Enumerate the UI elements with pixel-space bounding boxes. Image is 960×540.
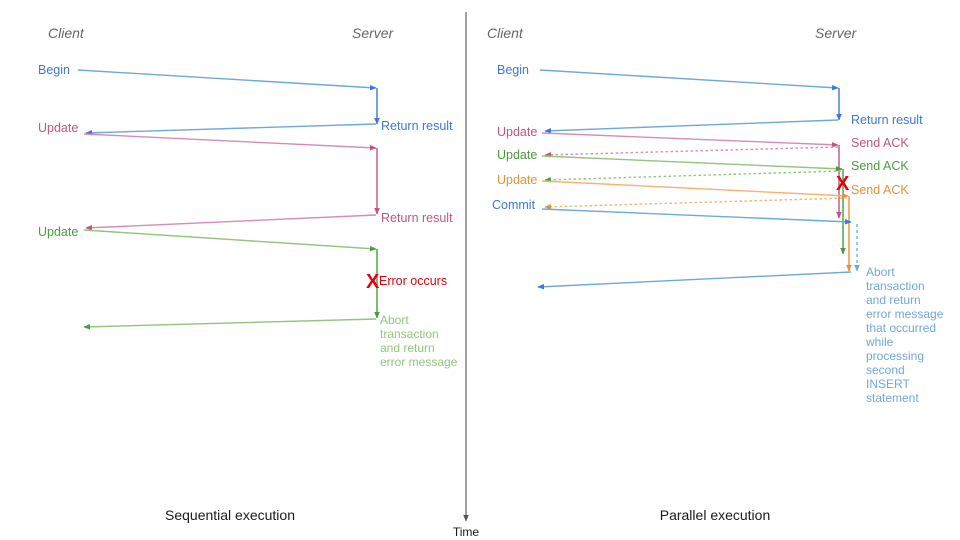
note-line: and return [866,293,921,307]
message-arrow-begin [539,69,839,91]
note-line: statement [866,391,919,405]
error-x-icon: X [366,271,380,293]
message-arrow-update-1 [83,133,377,151]
message-arrow-send-ack-3 [544,197,848,210]
note-line: INSERT [866,377,910,391]
lifeline-label-client: Client [487,25,524,41]
message-arrow-send-ack-2 [544,170,842,183]
message-arrow-begin [77,69,377,91]
message-label-send-ack-2: Send ACK [851,159,909,173]
error-label: Error occurs [379,274,447,288]
note-line: Abort [866,265,895,279]
lifeline-label-server: Server [352,25,395,41]
message-label-update-2: Update [38,225,78,239]
panel-caption-parallel: Parallel execution [660,507,771,523]
lifeline-label-server: Server [815,25,858,41]
note-line: transaction [380,327,439,341]
message-arrow-abort-return [83,318,377,330]
message-label-update-3: Update [497,173,537,187]
note-line: transaction [866,279,925,293]
lifeline-label-client: Client [48,25,85,41]
message-arrow-commit [541,208,852,225]
message-arrow-abort-return [537,271,852,290]
message-label-update-1: Update [38,121,78,135]
message-label-begin: Begin [38,63,70,77]
note-line: and return [380,341,435,355]
message-arrow-send-ack-1 [544,146,839,158]
message-label-update-1: Update [497,125,537,139]
time-axis-layer: Time [453,12,480,539]
message-label-commit: Commit [492,198,536,212]
message-arrow-return-result-1 [85,123,377,136]
note-line: Abort [380,313,409,327]
message-label-return-result-2: Return result [381,211,453,225]
note-line: error message [380,355,458,369]
note-line: that occurred [866,321,936,335]
message-arrow-update-1 [541,132,839,148]
message-label-update-2: Update [497,148,537,162]
message-arrow-return-result-2 [85,214,377,231]
message-label-begin: Begin [497,63,529,77]
message-label-return-result-1: Return result [381,119,453,133]
note-line: while [865,335,894,349]
note-line: error message [866,307,944,321]
message-arrow-update-2 [541,155,843,172]
message-label-return-result: Return result [851,113,923,127]
message-arrow-update-3 [541,180,849,199]
note-line: second [866,363,905,377]
message-arrow-update-2 [83,229,377,252]
panel-caption-sequential: Sequential execution [165,507,295,523]
error-x-icon: X [836,173,850,195]
message-arrow-return-result [544,119,839,134]
note-line: processing [866,349,924,363]
time-axis-label: Time [453,525,480,539]
message-label-send-ack-1: Send ACK [851,136,909,150]
message-label-send-ack-3: Send ACK [851,183,909,197]
